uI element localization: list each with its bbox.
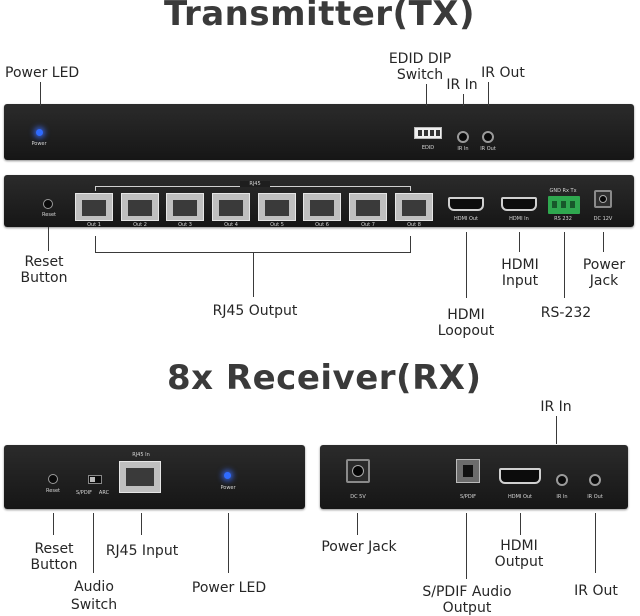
rx-power-jack-label: Power Jack bbox=[321, 539, 397, 555]
rj45-port-1[interactable] bbox=[75, 193, 113, 221]
rs232-panel-text: RS 232 bbox=[554, 216, 572, 222]
tx-power-jack-label-1: Power bbox=[582, 257, 626, 273]
rx-spdif-panel-text: S/PDIF bbox=[75, 490, 93, 496]
rx-power-led-label: Power LED bbox=[191, 580, 267, 596]
tx-power-panel-text: Power bbox=[31, 141, 47, 147]
rs232-pins-text: GND Rx Tx bbox=[549, 188, 577, 194]
tx-ir-out-label: IR Out bbox=[481, 65, 525, 81]
rj45-in-panel-text: RJ45 In bbox=[132, 452, 150, 458]
tx-hdmi-in-port[interactable] bbox=[501, 197, 537, 211]
rx-hdmi-out-port[interactable] bbox=[499, 468, 541, 484]
rx-reset-button-icon[interactable] bbox=[48, 474, 58, 484]
out-6-text: Out 6 bbox=[315, 222, 329, 228]
tx-reset-panel-text: Reset bbox=[42, 212, 56, 218]
rx-power-led-icon bbox=[224, 472, 231, 479]
out-7-text: Out 7 bbox=[361, 222, 375, 228]
out-4-text: Out 4 bbox=[224, 222, 238, 228]
tx-reset-label-1: Reset bbox=[24, 254, 64, 270]
rx-dc-jack-icon[interactable] bbox=[346, 459, 370, 483]
out-2-text: Out 2 bbox=[133, 222, 147, 228]
tx-hdmi-in-panel-text: HDMI In bbox=[509, 216, 529, 222]
rx-reset-label-1: Reset bbox=[34, 541, 74, 557]
rj45-input-label: RJ45 Input bbox=[105, 543, 179, 559]
tx-power-jack-label-2: Jack bbox=[589, 273, 619, 289]
rs232-terminal-icon[interactable] bbox=[548, 196, 580, 214]
edid-dip-label-1: EDID DIP bbox=[388, 51, 452, 67]
tx-power-led-icon bbox=[36, 129, 43, 136]
rj45-port-5[interactable] bbox=[258, 193, 296, 221]
rx-rj45-port[interactable] bbox=[119, 461, 161, 493]
spdif-audio-label-1: S/PDIF Audio bbox=[422, 584, 512, 600]
hdmi-input-label-2: Input bbox=[501, 273, 539, 289]
rx-dc-panel-text: DC 5V bbox=[350, 494, 366, 500]
rj45-panel-text: RJ45 bbox=[240, 181, 270, 187]
rj45-port-2[interactable] bbox=[121, 193, 159, 221]
tx-hdmi-out-panel-text: HDMI Out bbox=[453, 216, 479, 222]
rj45-port-7[interactable] bbox=[349, 193, 387, 221]
tx-front-panel bbox=[4, 104, 634, 160]
edid-dip-switch-icon[interactable] bbox=[414, 127, 442, 139]
tx-reset-button-icon[interactable] bbox=[43, 199, 53, 209]
rx-reset-label-2: Button bbox=[30, 557, 78, 573]
tx-title: Transmitter(TX) bbox=[164, 0, 476, 34]
rx-ir-out-jack-icon[interactable] bbox=[589, 474, 601, 486]
tx-ir-in-panel-text: IR In bbox=[457, 146, 469, 152]
rj45-port-3[interactable] bbox=[166, 193, 204, 221]
rx-hdmi-output-label-1: HDMI bbox=[500, 538, 538, 554]
out-8-text: Out 8 bbox=[407, 222, 421, 228]
rx-ir-out-label: IR Out bbox=[574, 583, 618, 599]
tx-hdmi-out-port[interactable] bbox=[448, 197, 484, 211]
tx-ir-out-jack-icon[interactable] bbox=[482, 131, 494, 143]
spdif-audio-label-2: Output bbox=[442, 600, 492, 616]
rs232-label: RS-232 bbox=[540, 305, 592, 321]
rx-title: 8x Receiver(RX) bbox=[167, 358, 482, 398]
rj45-port-8[interactable] bbox=[395, 193, 433, 221]
rx-ir-in-label: IR In bbox=[540, 399, 572, 415]
audio-switch-label-2: Switch bbox=[70, 597, 118, 613]
tx-power-led-label: Power LED bbox=[5, 65, 80, 81]
out-1-text: Out 1 bbox=[87, 222, 101, 228]
tx-reset-label-2: Button bbox=[20, 270, 68, 286]
spdif-back-panel-text: S/PDIF bbox=[459, 494, 477, 500]
rx-hdmi-out-panel-text: HDMI Out bbox=[507, 494, 533, 500]
hdmi-loopout-label-1: HDMI bbox=[447, 307, 485, 323]
out-3-text: Out 3 bbox=[178, 222, 192, 228]
tx-ir-in-label: IR In bbox=[446, 77, 478, 93]
audio-switch-label-1: Audio bbox=[74, 579, 114, 595]
rj45-port-6[interactable] bbox=[303, 193, 341, 221]
hdmi-loopout-label-2: Loopout bbox=[437, 323, 495, 339]
rx-ir-in-jack-icon[interactable] bbox=[556, 474, 568, 486]
rj45-output-label: RJ45 Output bbox=[212, 303, 298, 319]
spdif-port-icon[interactable] bbox=[456, 459, 480, 483]
edid-dip-label-2: Switch bbox=[396, 67, 444, 83]
tx-ir-in-jack-icon[interactable] bbox=[457, 131, 469, 143]
hdmi-input-label-1: HDMI bbox=[501, 257, 539, 273]
audio-switch-icon[interactable] bbox=[88, 475, 102, 484]
rx-ir-out-panel-text: IR Out bbox=[587, 494, 603, 500]
rx-ir-in-panel-text: IR In bbox=[556, 494, 568, 500]
edid-panel-text: EDID bbox=[421, 145, 435, 151]
rx-hdmi-output-label-2: Output bbox=[494, 554, 544, 570]
rx-power-panel-text: Power bbox=[220, 485, 236, 491]
tx-ir-out-panel-text: IR Out bbox=[480, 146, 496, 152]
tx-dc-jack-icon[interactable] bbox=[594, 190, 612, 208]
tx-dc-panel-text: DC 12V bbox=[593, 216, 613, 222]
out-5-text: Out 5 bbox=[270, 222, 284, 228]
rj45-port-4[interactable] bbox=[212, 193, 250, 221]
rx-reset-panel-text: Reset bbox=[46, 488, 60, 494]
arc-panel-text: ARC bbox=[98, 490, 110, 496]
